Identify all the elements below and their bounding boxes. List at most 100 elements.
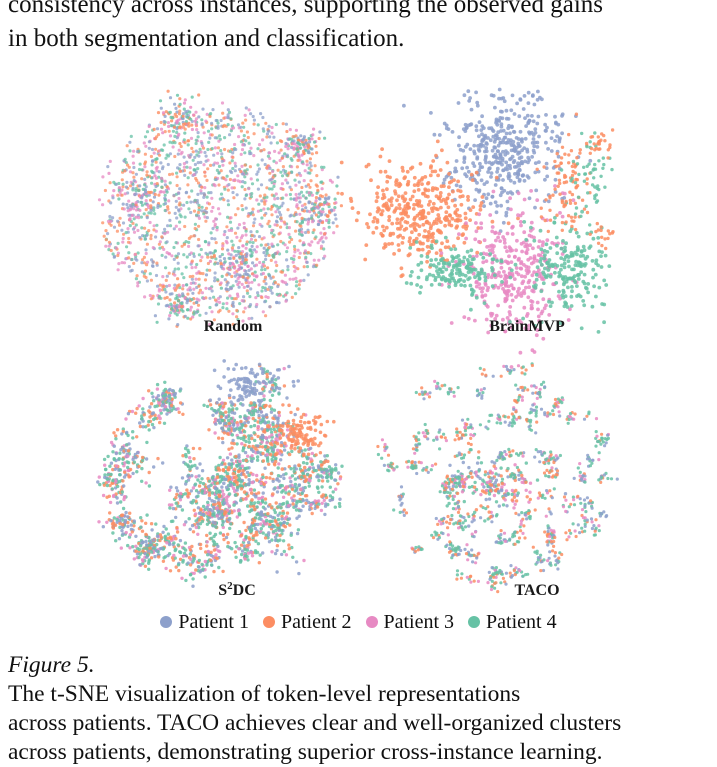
- scatter-point: [140, 519, 143, 522]
- scatter-point: [185, 455, 188, 458]
- scatter-point: [550, 149, 554, 153]
- scatter-point: [279, 171, 282, 174]
- scatter-point: [600, 302, 604, 306]
- scatter-point: [483, 301, 487, 305]
- scatter-point: [148, 471, 151, 474]
- scatter-point: [321, 236, 324, 239]
- scatter-point: [589, 140, 592, 143]
- scatter-point: [178, 112, 181, 115]
- scatter-point: [526, 248, 530, 252]
- scatter-point: [243, 197, 246, 200]
- scatter-point: [463, 241, 467, 245]
- scatter-point: [603, 139, 606, 142]
- scatter-point: [494, 231, 498, 235]
- scatter-point: [220, 415, 223, 418]
- scatter-point: [205, 211, 208, 214]
- scatter-point: [320, 245, 323, 248]
- scatter-point: [519, 161, 523, 165]
- scatter-point: [284, 300, 287, 303]
- scatter-point: [247, 478, 250, 481]
- scatter-point: [256, 523, 259, 526]
- scatter-point: [252, 224, 255, 227]
- scatter-point: [299, 196, 302, 199]
- scatter-point: [227, 310, 230, 313]
- scatter-point: [200, 118, 203, 121]
- scatter-point: [260, 225, 263, 228]
- scatter-point: [379, 155, 383, 159]
- scatter-point: [103, 458, 106, 461]
- scatter-point: [173, 135, 176, 138]
- scatter-point: [166, 191, 169, 194]
- scatter-point: [218, 212, 221, 215]
- scatter-point: [236, 436, 239, 439]
- scatter-point: [153, 224, 156, 227]
- scatter-point: [160, 128, 163, 131]
- scatter-point: [464, 237, 468, 241]
- scatter-point: [164, 157, 167, 160]
- scatter-point: [443, 224, 447, 228]
- scatter-point: [290, 257, 293, 260]
- scatter-point: [600, 244, 603, 247]
- scatter-point: [101, 175, 104, 178]
- scatter-point: [150, 170, 153, 173]
- scatter-point: [289, 197, 292, 200]
- scatter-point: [245, 207, 248, 210]
- scatter-point: [148, 140, 151, 143]
- scatter-point: [195, 263, 198, 266]
- scatter-point: [194, 483, 197, 486]
- scatter-point: [549, 246, 553, 250]
- scatter-point: [193, 509, 196, 512]
- scatter-point: [241, 180, 244, 183]
- scatter-point: [474, 268, 478, 272]
- scatter-point: [321, 502, 324, 505]
- scatter-point: [425, 260, 429, 264]
- scatter-point: [462, 127, 466, 131]
- scatter-point: [181, 292, 184, 295]
- scatter-point: [210, 256, 213, 259]
- scatter-point: [508, 196, 512, 200]
- scatter-point: [143, 295, 146, 298]
- scatter-point: [431, 274, 435, 278]
- scatter-point: [541, 240, 545, 244]
- scatter-point: [131, 530, 134, 533]
- scatter-point: [256, 147, 259, 150]
- scatter-point: [570, 289, 574, 293]
- scatter-point: [150, 392, 153, 395]
- scatter-point: [555, 165, 558, 168]
- scatter-point: [187, 176, 190, 179]
- scatter-point: [298, 500, 301, 503]
- scatter-point: [490, 266, 494, 270]
- scatter-point: [498, 239, 502, 243]
- scatter-point: [487, 126, 491, 130]
- tsne-figure: Random BrainMVP S2DC TACO: [0, 85, 717, 605]
- scatter-point: [457, 101, 461, 105]
- scatter-point: [148, 405, 151, 408]
- scatter-point: [520, 294, 524, 298]
- scatter-point: [550, 136, 554, 140]
- scatter-point: [494, 183, 498, 187]
- scatter-point: [157, 133, 160, 136]
- scatter-point: [154, 137, 157, 140]
- scatter-point: [322, 240, 325, 243]
- scatter-point: [268, 523, 271, 526]
- scatter-point: [316, 505, 319, 508]
- scatter-point: [175, 307, 178, 310]
- scatter-point: [167, 154, 170, 157]
- scatter-point: [479, 145, 483, 149]
- scatter-point: [532, 119, 536, 123]
- scatter-point: [570, 149, 573, 152]
- scatter-point: [249, 152, 252, 155]
- scatter-point: [129, 184, 132, 187]
- scatter-point: [266, 266, 269, 269]
- scatter-point: [238, 281, 241, 284]
- scatter-point: [294, 184, 297, 187]
- scatter-point: [290, 165, 293, 168]
- scatter-point: [231, 159, 234, 162]
- scatter-point: [506, 261, 510, 265]
- scatter-point: [140, 196, 143, 199]
- scatter-point: [264, 276, 267, 279]
- scatter-point: [112, 252, 115, 255]
- scatter-point: [257, 123, 260, 126]
- scatter-point: [120, 229, 123, 232]
- scatter-point: [252, 221, 255, 224]
